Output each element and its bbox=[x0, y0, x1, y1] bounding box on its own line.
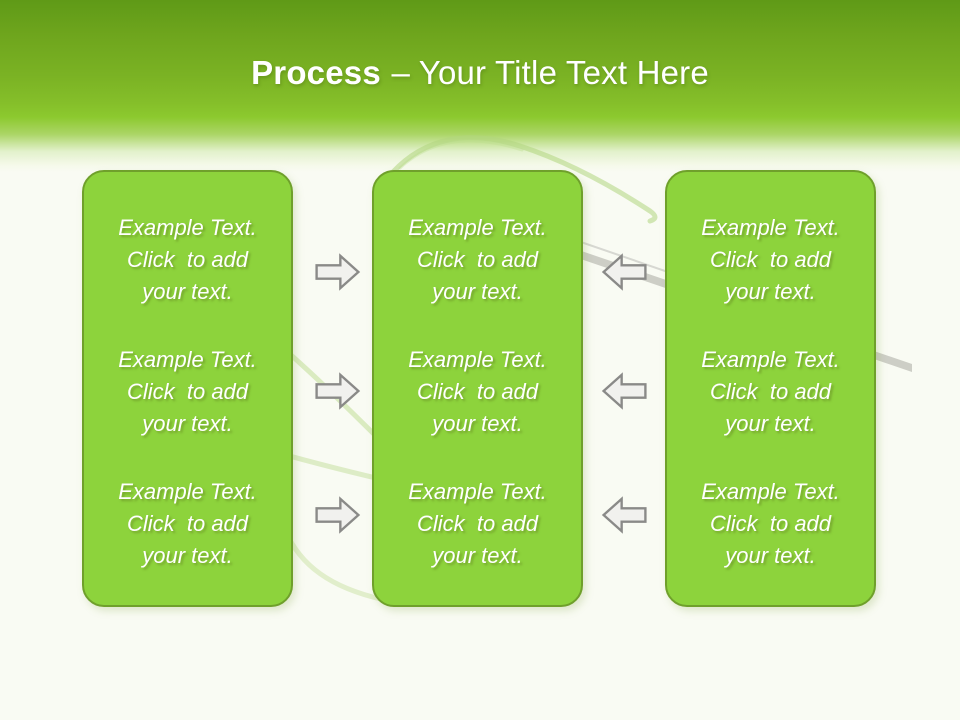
placeholder-text[interactable]: Example Text. Click to add your text. bbox=[701, 215, 840, 304]
slide-title-rest: – Your Title Text Here bbox=[391, 54, 709, 91]
slide-title[interactable]: Process – Your Title Text Here bbox=[0, 54, 960, 92]
swirl-green-streak-3 bbox=[282, 527, 388, 603]
arrow-left-icon bbox=[601, 253, 647, 291]
process-box-right[interactable]: Example Text. Click to add your text. Ex… bbox=[665, 170, 876, 607]
placeholder-text[interactable]: Example Text. Click to add your text. bbox=[701, 347, 840, 436]
swirl-green-arc-echo bbox=[398, 139, 524, 170]
placeholder-text[interactable]: Example Text. Click to add your text. bbox=[408, 347, 547, 436]
arrow-right-icon bbox=[315, 372, 361, 410]
placeholder-text[interactable]: Example Text. Click to add your text. bbox=[701, 479, 840, 568]
placeholder-text[interactable]: Example Text. Click to add your text. bbox=[408, 215, 547, 304]
placeholder-text[interactable]: Example Text. Click to add your text. bbox=[408, 479, 547, 568]
arrow-left-icon bbox=[601, 372, 647, 410]
placeholder-text[interactable]: Example Text. Click to add your text. bbox=[118, 479, 257, 568]
process-box-middle[interactable]: Example Text. Click to add your text. Ex… bbox=[372, 170, 583, 607]
process-box-left[interactable]: Example Text. Click to add your text. Ex… bbox=[82, 170, 293, 607]
slide-title-bold: Process bbox=[251, 54, 381, 91]
header-band bbox=[0, 0, 960, 172]
swirl-green-arc bbox=[390, 135, 658, 224]
arrow-left-icon bbox=[601, 496, 647, 534]
arrow-right-icon bbox=[315, 253, 361, 291]
arrow-right-icon bbox=[315, 496, 361, 534]
placeholder-text[interactable]: Example Text. Click to add your text. bbox=[118, 347, 257, 436]
placeholder-text[interactable]: Example Text. Click to add your text. bbox=[118, 215, 257, 304]
